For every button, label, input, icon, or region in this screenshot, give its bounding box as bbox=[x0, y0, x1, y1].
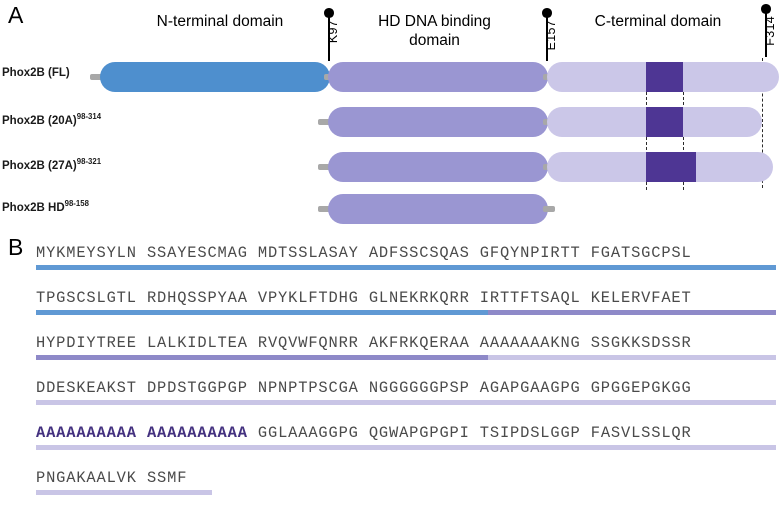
construct-label-27a: Phox2B (27A)98-321 bbox=[2, 157, 101, 172]
panel-a-letter: A bbox=[8, 2, 24, 28]
connector-stub bbox=[318, 119, 330, 125]
construct-label-27a-text: Phox2B (27A) bbox=[2, 159, 77, 172]
sequence-text-line-5: AAAAAAAAAA AAAAAAAAAA GGLAAAGGPG QGWAPGP… bbox=[36, 424, 692, 442]
sequence-line-2: TPGSCSLGTL RDHQSSPYAA VPYKLFTDHG GLNEKRK… bbox=[36, 289, 776, 333]
segment-n-terminal-fl bbox=[100, 62, 330, 92]
sequence-text-line-4: DDESKEAKST DPDSTGGPGP NPNPTPSCGA NGGGGGG… bbox=[36, 379, 692, 397]
domain-title-c-terminal: C-terminal domain bbox=[594, 13, 722, 30]
lollipop-head-icon bbox=[542, 8, 552, 18]
sequence-text-line-2: TPGSCSLGTL RDHQSSPYAA VPYKLFTDHG GLNEKRK… bbox=[36, 289, 692, 307]
lollipop-stem bbox=[546, 15, 548, 61]
construct-label-20a: Phox2B (20A)98-314 bbox=[2, 112, 101, 127]
sequence-underline-c-terminal bbox=[488, 355, 776, 360]
construct-row-fl: Phox2B (FL) bbox=[0, 58, 779, 98]
construct-row-20a: Phox2B (20A)98-314 bbox=[0, 103, 779, 143]
construct-label-fl: Phox2B (FL) bbox=[2, 67, 70, 79]
sequence-text-line-6: PNGAKAALVK SSMF bbox=[36, 469, 188, 487]
construct-label-20a-range: 98-314 bbox=[76, 112, 102, 121]
lollipop-head-icon bbox=[761, 4, 771, 14]
connector-stub bbox=[90, 74, 104, 80]
protein-sequence-panel: B MYKMEYSYLN SSAYESCMAG MDTSSLASAY ADFSS… bbox=[0, 230, 779, 507]
construct-label-hd-text: Phox2B HD bbox=[2, 201, 65, 214]
segment-hd-hdonly bbox=[328, 194, 548, 224]
segment-polyalanine-fl bbox=[646, 62, 683, 92]
sequence-underline-n-terminal bbox=[36, 265, 776, 270]
panel-b-letter: B bbox=[8, 234, 24, 260]
segment-hd-27a bbox=[328, 152, 548, 182]
construct-label-20a-text: Phox2B (20A) bbox=[2, 114, 77, 127]
construct-row-27a: Phox2B (27A)98-321 bbox=[0, 148, 779, 188]
sequence-underline-c-terminal bbox=[36, 490, 212, 495]
domain-architecture-panel: A N-terminal domain HD DNA binding domai… bbox=[0, 0, 779, 230]
connector-stub bbox=[318, 164, 330, 170]
sequence-underline-hd bbox=[36, 355, 488, 360]
sequence-text-line-1: MYKMEYSYLN SSAYESCMAG MDTSSLASAY ADFSSCS… bbox=[36, 244, 692, 262]
segment-hd-fl bbox=[328, 62, 548, 92]
connector-stub bbox=[543, 206, 555, 212]
sequence-underline-c-terminal bbox=[36, 400, 776, 405]
lollipop-stem bbox=[765, 11, 767, 57]
construct-label-fl-text: Phox2B (FL) bbox=[2, 67, 70, 79]
construct-label-hd-range: 98-158 bbox=[64, 199, 89, 208]
lollipop-stem bbox=[328, 15, 330, 61]
sequence-text-line-3: HYPDIYTREE LALKIDLTEA RVQVWFQNRR AKFRKQE… bbox=[36, 334, 692, 352]
sequence-line-6: PNGAKAALVK SSMF bbox=[36, 469, 776, 513]
connector-stub bbox=[318, 206, 330, 212]
sequence-underline-c-terminal bbox=[36, 445, 776, 450]
construct-label-27a-range: 98-321 bbox=[76, 157, 102, 166]
guide-line-f314 bbox=[762, 58, 763, 188]
construct-row-hd: Phox2B HD98-158 bbox=[0, 190, 779, 230]
sequence-line-1: MYKMEYSYLN SSAYESCMAG MDTSSLASAY ADFSSCS… bbox=[36, 244, 776, 288]
domain-title-hd: HD DNA binding domain bbox=[378, 13, 491, 49]
sequence-underline-n-terminal bbox=[36, 310, 488, 315]
segment-polyalanine-20a bbox=[646, 107, 683, 137]
sequence-text-line-5-rest: GGLAAAGGPG QGWAPGPGPI TSIPDSLGGP FASVLSS… bbox=[247, 424, 692, 442]
segment-polyalanine-27a bbox=[646, 152, 696, 182]
segment-hd-20a bbox=[328, 107, 548, 137]
construct-label-hd: Phox2B HD98-158 bbox=[2, 199, 89, 214]
sequence-line-3: HYPDIYTREE LALKIDLTEA RVQVWFQNRR AKFRKQE… bbox=[36, 334, 776, 378]
sequence-underline-hd bbox=[488, 310, 776, 315]
sequence-line-5: AAAAAAAAAA AAAAAAAAAA GGLAAAGGPG QGWAPGP… bbox=[36, 424, 776, 468]
sequence-line-4: DDESKEAKST DPDSTGGPGP NPNPTPSCGA NGGGGGG… bbox=[36, 379, 776, 423]
polyalanine-tract-text: AAAAAAAAAA AAAAAAAAAA bbox=[36, 424, 248, 442]
lollipop-head-icon bbox=[324, 8, 334, 18]
domain-title-n-terminal: N-terminal domain bbox=[156, 13, 284, 30]
